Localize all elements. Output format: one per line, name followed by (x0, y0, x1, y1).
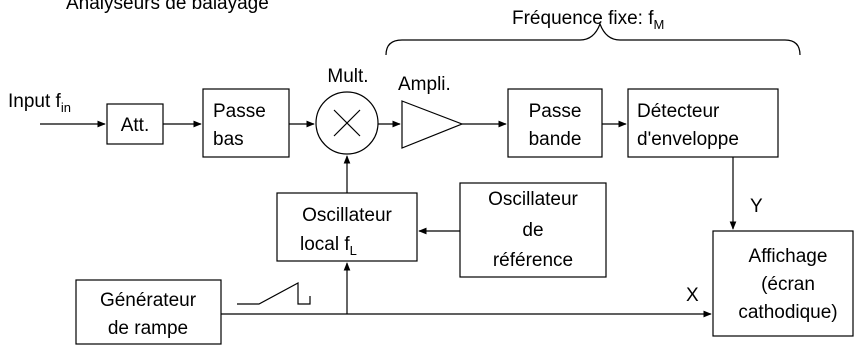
x-label: X (686, 285, 699, 306)
affichage-block (712, 230, 854, 337)
att-label: Att. (121, 115, 150, 136)
generateur-label-line1: Générateur (100, 290, 197, 311)
generateur-block (75, 279, 222, 345)
multiply-icon (333, 109, 361, 137)
brace-label: Fréquence fixe: fM (512, 8, 664, 32)
affichage-label-line1: Affichage (749, 246, 828, 267)
ramp-waveform-icon (237, 281, 311, 305)
y-label: Y (750, 196, 763, 217)
ampli-label: Ampli. (398, 74, 451, 95)
oscillateur-reference-label-line2: de (522, 220, 543, 241)
detecteur-label-line2: d'enveloppe (637, 129, 739, 150)
fixed-frequency-brace (385, 22, 801, 56)
passe-bande-label-line1: Passe (529, 101, 582, 122)
amplifier-triangle (401, 100, 464, 149)
oscillateur-reference-label-line1: Oscillateur (488, 189, 578, 210)
passe-bas-label-line1: Passe (213, 101, 266, 122)
passe-bande-block (507, 88, 603, 158)
affichage-label-line2: (écran (761, 274, 815, 295)
affichage-label-line3: cathodique) (738, 302, 837, 323)
passe-bas-label-line2: bas (213, 129, 244, 150)
oscillateur-reference-label-line3: référence (493, 250, 573, 271)
detecteur-block (627, 88, 779, 158)
oscillateur-local-label-line2: local fL (300, 234, 357, 258)
oscillateur-local-label-line1: Oscillateur (302, 205, 392, 226)
mult-label: Mult. (327, 66, 368, 87)
passe-bande-label-line2: bande (529, 129, 582, 150)
generateur-label-line2: de rampe (108, 318, 188, 339)
diagram-title: Analyseurs de balayage (66, 0, 269, 14)
oscillateur-reference-block (459, 182, 607, 278)
oscillateur-local-block (276, 192, 418, 262)
detecteur-label-line1: Détecteur (637, 101, 720, 122)
input-label: Input fin (8, 91, 71, 115)
passe-bas-block (202, 88, 290, 158)
